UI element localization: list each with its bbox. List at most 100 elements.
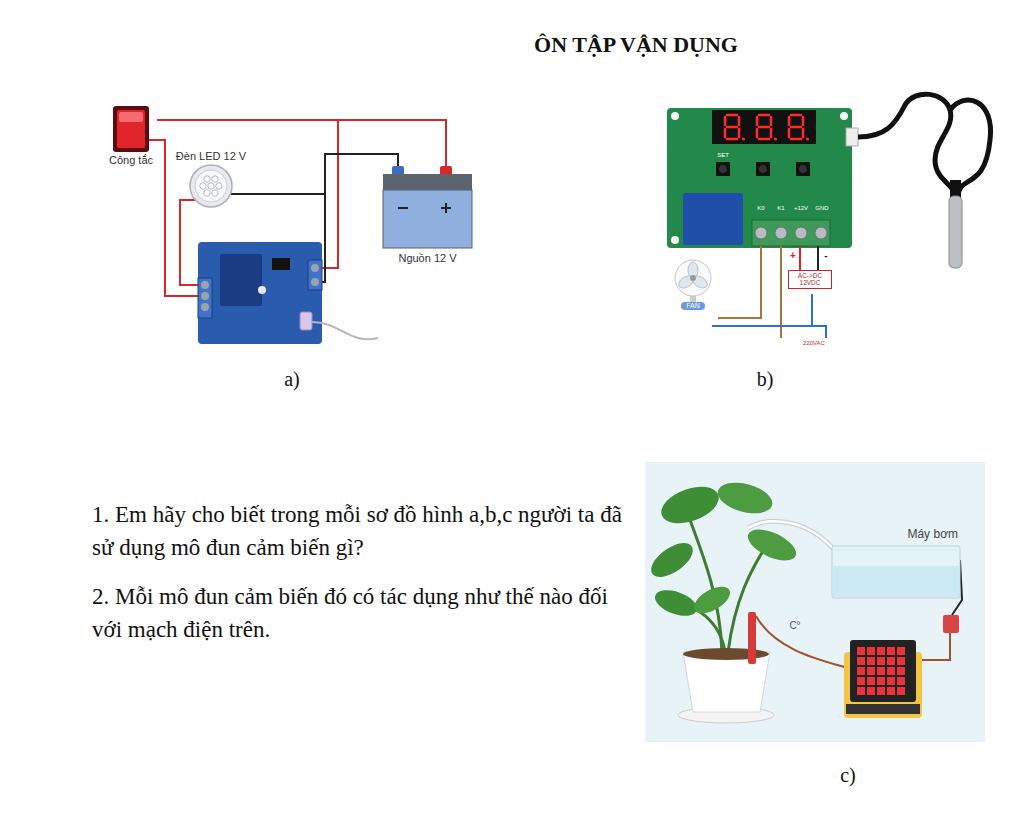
terminal-screw bbox=[311, 264, 319, 272]
fan-label: FAN bbox=[681, 302, 705, 310]
label-holder: b) bbox=[745, 367, 785, 391]
switch-rocker bbox=[117, 110, 145, 148]
relay-board bbox=[198, 242, 322, 344]
water-tank-shape bbox=[826, 542, 966, 602]
button-cap bbox=[759, 165, 767, 173]
digit bbox=[789, 115, 809, 141]
red-wire bbox=[149, 140, 200, 296]
leaf bbox=[743, 523, 800, 567]
battery-shape bbox=[380, 166, 475, 252]
light-sensor bbox=[300, 312, 312, 330]
button-cap bbox=[719, 165, 727, 173]
button bbox=[796, 162, 810, 176]
battery-body bbox=[383, 190, 472, 248]
plus-sign bbox=[445, 203, 447, 213]
temperature-probe bbox=[949, 196, 962, 268]
label-holder: c) bbox=[828, 763, 868, 787]
terminal-screw bbox=[755, 227, 767, 239]
led-matrix bbox=[856, 646, 906, 696]
relay-block bbox=[683, 193, 743, 245]
mount-hole bbox=[671, 112, 679, 120]
digit bbox=[725, 115, 745, 141]
question-text: 1. Em hãy cho biết trong mỗi sơ đồ hình … bbox=[92, 498, 622, 564]
button bbox=[756, 162, 770, 176]
label-holder: 220VAC bbox=[794, 340, 834, 347]
relay-module bbox=[943, 615, 959, 633]
wire bbox=[250, 154, 398, 194]
terminal-label: K1 bbox=[772, 205, 790, 212]
mount-hole bbox=[840, 112, 848, 120]
led-lamp: Đèn LED 12 V bbox=[172, 150, 250, 209]
switch: Công tắc bbox=[105, 104, 157, 167]
figure-caption: c) bbox=[828, 763, 868, 787]
leaf bbox=[645, 536, 698, 583]
potentiometer bbox=[258, 286, 266, 294]
led-chip bbox=[204, 175, 210, 181]
terminal-screw bbox=[201, 292, 209, 300]
red-wire bbox=[180, 200, 200, 285]
wire bbox=[157, 120, 446, 166]
button bbox=[716, 162, 730, 176]
switch-highlight bbox=[119, 112, 143, 122]
fan-blade bbox=[677, 274, 696, 291]
scene-background bbox=[645, 462, 985, 742]
leaf bbox=[656, 480, 723, 531]
black-wire bbox=[817, 246, 819, 270]
lamp-face bbox=[195, 170, 227, 202]
brown-wire bbox=[718, 246, 761, 318]
mount-hole bbox=[671, 236, 679, 244]
relay-block bbox=[220, 254, 262, 306]
label-holder: K0 bbox=[752, 205, 770, 212]
tank-body bbox=[832, 546, 960, 598]
polarity-mark: - bbox=[821, 250, 831, 262]
label-holder: K1 bbox=[772, 205, 790, 212]
leaf bbox=[690, 581, 735, 618]
leaf bbox=[714, 477, 775, 519]
black-wire bbox=[231, 193, 251, 195]
terminal-label: GND bbox=[812, 205, 832, 212]
edge-connector bbox=[846, 704, 920, 714]
tank-rim bbox=[832, 549, 960, 550]
led-lamp-label: Đèn LED 12 V bbox=[176, 150, 246, 163]
soil bbox=[683, 648, 769, 660]
controller-board bbox=[850, 640, 916, 702]
figure-b bbox=[667, 94, 991, 338]
led-chip bbox=[212, 189, 218, 195]
button-cap bbox=[799, 165, 807, 173]
label-holder: + bbox=[788, 250, 798, 262]
water-tank: Máy bơm bbox=[826, 528, 966, 602]
display bbox=[712, 110, 816, 144]
fan-guard bbox=[675, 260, 711, 296]
figure-caption: a) bbox=[272, 367, 312, 391]
probe-connector bbox=[846, 128, 858, 146]
led-chip bbox=[212, 175, 218, 181]
minus-sign bbox=[398, 207, 408, 209]
label-holder: +12V bbox=[790, 205, 812, 212]
blue-wire bbox=[811, 294, 813, 326]
chip bbox=[272, 258, 290, 270]
label-holder: C° bbox=[784, 620, 806, 632]
sensor-cable bbox=[312, 322, 378, 339]
thermostat-board bbox=[667, 108, 852, 248]
supply-label: 220VAC bbox=[794, 340, 834, 347]
leaf bbox=[652, 585, 701, 621]
fan-hub bbox=[690, 275, 696, 281]
sensor-label: C° bbox=[784, 620, 806, 632]
page-title: ÔN TẬP VẬN DỤNG bbox=[436, 32, 836, 58]
switch-shape bbox=[105, 104, 157, 154]
label-holder: a) bbox=[272, 367, 312, 391]
led-chip bbox=[204, 189, 210, 195]
control-cable bbox=[922, 633, 950, 660]
fan-shape bbox=[668, 258, 718, 304]
brown-wire bbox=[780, 246, 782, 338]
switch-label: Công tắc bbox=[109, 154, 153, 167]
button-label: SET bbox=[712, 152, 734, 159]
plant-pot bbox=[683, 652, 770, 712]
led-chip bbox=[200, 182, 206, 188]
terminal-screw bbox=[201, 303, 209, 311]
label-holder: - bbox=[821, 250, 831, 262]
water-tank-label: Máy bơm bbox=[907, 528, 966, 542]
digit bbox=[757, 115, 777, 141]
